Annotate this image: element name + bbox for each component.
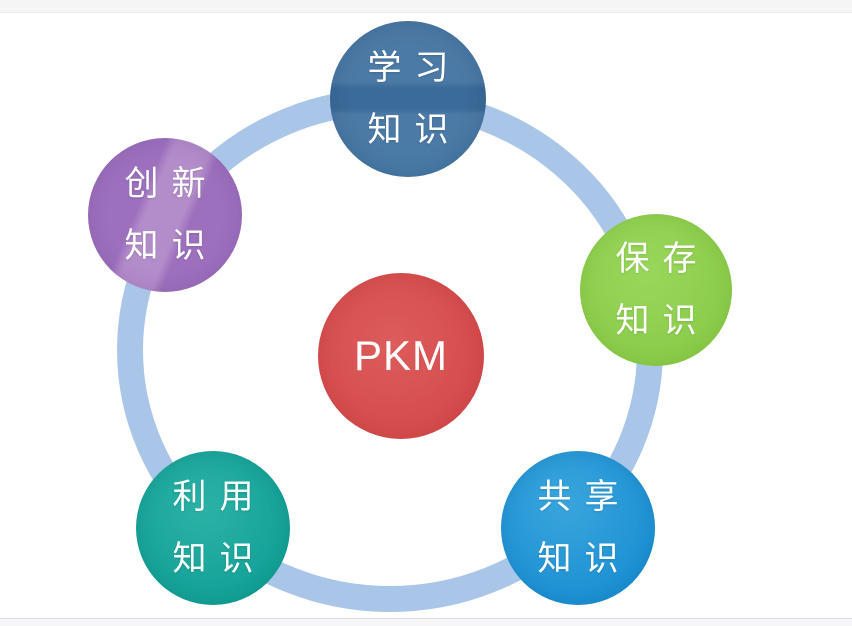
- bottom-edge-strip: [0, 618, 852, 626]
- node-share-line2: 知识: [537, 539, 632, 579]
- node-innovate-knowledge: 创新 知识: [88, 138, 242, 292]
- node-use-line2: 知识: [172, 539, 267, 579]
- pkm-center-label: PKM: [353, 332, 448, 379]
- node-use-knowledge: 利用 知识: [136, 451, 290, 605]
- node-pkm-center: PKM: [318, 273, 484, 439]
- top-edge-strip: [0, 0, 852, 13]
- node-share-line1: 共享: [537, 477, 632, 517]
- node-save-line2: 知识: [615, 301, 710, 341]
- node-save-line1: 保存: [615, 239, 710, 279]
- node-innovate-line2: 知识: [124, 226, 219, 266]
- node-learn-knowledge: 学习 知识: [330, 21, 486, 177]
- node-innovate-line1: 创新: [124, 164, 219, 204]
- node-learn-line2: 知识: [367, 110, 462, 150]
- node-share-knowledge: 共享 知识: [501, 451, 655, 605]
- node-save-knowledge: 保存 知识: [580, 214, 732, 366]
- node-use-line1: 利用: [172, 477, 267, 517]
- node-learn-line1: 学习: [367, 48, 462, 88]
